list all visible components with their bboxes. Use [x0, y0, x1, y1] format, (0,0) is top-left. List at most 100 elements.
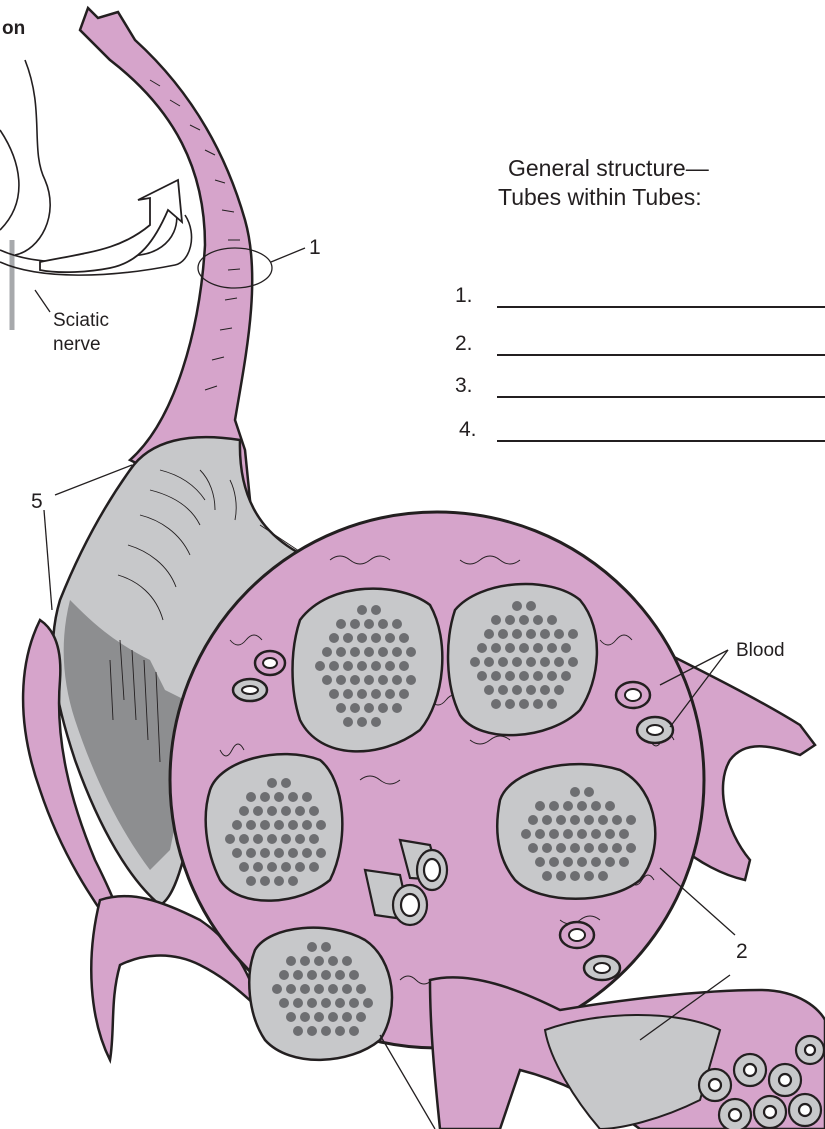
nerve-fiber: [307, 998, 317, 1008]
nerve-fiber: [293, 998, 303, 1008]
nerve-fiber: [399, 689, 409, 699]
nerve-fiber: [584, 815, 594, 825]
direction-arrow: [40, 180, 182, 272]
nerve-fiber: [328, 956, 338, 966]
nerve-fiber: [307, 1026, 317, 1036]
blank-number: 3.: [455, 374, 473, 398]
nerve-fiber: [279, 970, 289, 980]
nerve-fiber: [547, 643, 557, 653]
nerve-fiber: [336, 703, 346, 713]
nerve-fiber: [246, 876, 256, 886]
nerve-fiber: [549, 829, 559, 839]
nerve-fiber: [279, 998, 289, 1008]
nerve-fiber: [498, 657, 508, 667]
nerve-fiber: [626, 843, 636, 853]
callout-label-2: 2: [736, 940, 748, 964]
nerve-fiber: [570, 843, 580, 853]
nerve-fiber: [554, 629, 564, 639]
nerve-fiber: [528, 843, 538, 853]
nerve-fiber: [336, 675, 346, 685]
callout-label-1: 1: [309, 236, 321, 260]
nerve-fiber: [547, 615, 557, 625]
nerve-fiber: [288, 876, 298, 886]
nerve-fiber: [246, 820, 256, 830]
nerve-fiber: [540, 657, 550, 667]
blank-number: 2.: [455, 332, 473, 356]
nerve-fiber: [342, 956, 352, 966]
nerve-fiber: [542, 815, 552, 825]
nerve-fiber: [406, 647, 416, 657]
nerve-fiber: [542, 843, 552, 853]
nerve-fiber: [281, 862, 291, 872]
nerve-fiber: [335, 1026, 345, 1036]
nerve-fiber: [349, 970, 359, 980]
nerve-fiber: [484, 629, 494, 639]
nerve-fiber: [535, 829, 545, 839]
nerve-fiber: [612, 815, 622, 825]
nerve-fiber: [570, 871, 580, 881]
nerve-fiber: [399, 633, 409, 643]
nerve-fiber: [260, 792, 270, 802]
nerve-fiber: [605, 857, 615, 867]
nerve-fiber: [549, 801, 559, 811]
nerve-fiber: [626, 815, 636, 825]
nerve-fiber: [605, 829, 615, 839]
nerve-fiber: [364, 675, 374, 685]
nerve-fiber: [300, 984, 310, 994]
fascicle: [293, 589, 443, 752]
nerve-fiber: [335, 998, 345, 1008]
nerve-fiber: [378, 647, 388, 657]
nerve-fiber: [512, 657, 522, 667]
nerve-fiber: [232, 848, 242, 858]
nerve-fiber: [295, 806, 305, 816]
nerve-fiber: [591, 801, 601, 811]
nerve-fiber: [406, 675, 416, 685]
nerve-fiber: [378, 703, 388, 713]
nerve-fiber: [239, 806, 249, 816]
nerve-fiber: [526, 657, 536, 667]
nerve-fiber: [568, 629, 578, 639]
nerve-fiber: [281, 834, 291, 844]
nerve-fiber: [399, 661, 409, 671]
nerve-fiber: [274, 848, 284, 858]
nerve-fiber: [392, 675, 402, 685]
nerve-fiber: [343, 633, 353, 643]
sciatic-label-line-1: Sciatic: [53, 310, 109, 332]
nerve-fiber: [343, 661, 353, 671]
answer-blank[interactable]: [497, 354, 825, 356]
nerve-fiber: [357, 605, 367, 615]
nerve-fiber: [286, 1012, 296, 1022]
nerve-fiber: [322, 675, 332, 685]
nerve-fiber: [563, 801, 573, 811]
nerve-fiber: [598, 871, 608, 881]
nerve-fiber: [342, 984, 352, 994]
nerve-fiber: [512, 685, 522, 695]
nerve-fiber: [349, 1026, 359, 1036]
nerve-fiber: [570, 815, 580, 825]
nerve-fiber: [357, 661, 367, 671]
nerve-fiber: [274, 820, 284, 830]
nerve-fiber: [328, 984, 338, 994]
nerve-fiber: [349, 998, 359, 1008]
nerve-fiber: [547, 699, 557, 709]
nerve-fiber: [577, 857, 587, 867]
nerve-fiber: [491, 671, 501, 681]
nerve-fiber: [315, 661, 325, 671]
nerve-fiber: [528, 815, 538, 825]
nerve-fiber: [260, 876, 270, 886]
answer-blank[interactable]: [497, 440, 825, 442]
nerve-fiber: [392, 619, 402, 629]
nerve-fiber: [470, 657, 480, 667]
nerve-fiber: [350, 703, 360, 713]
nerve-fiber: [357, 633, 367, 643]
nerve-fiber: [556, 871, 566, 881]
answer-blank[interactable]: [497, 306, 825, 308]
nerve-fiber: [519, 699, 529, 709]
nerve-fiber: [321, 998, 331, 1008]
nerve-fiber: [512, 629, 522, 639]
nerve-fiber: [293, 1026, 303, 1036]
answer-blank[interactable]: [497, 396, 825, 398]
nerve-fiber: [329, 661, 339, 671]
nerve-fiber: [584, 871, 594, 881]
nerve-fiber: [598, 843, 608, 853]
